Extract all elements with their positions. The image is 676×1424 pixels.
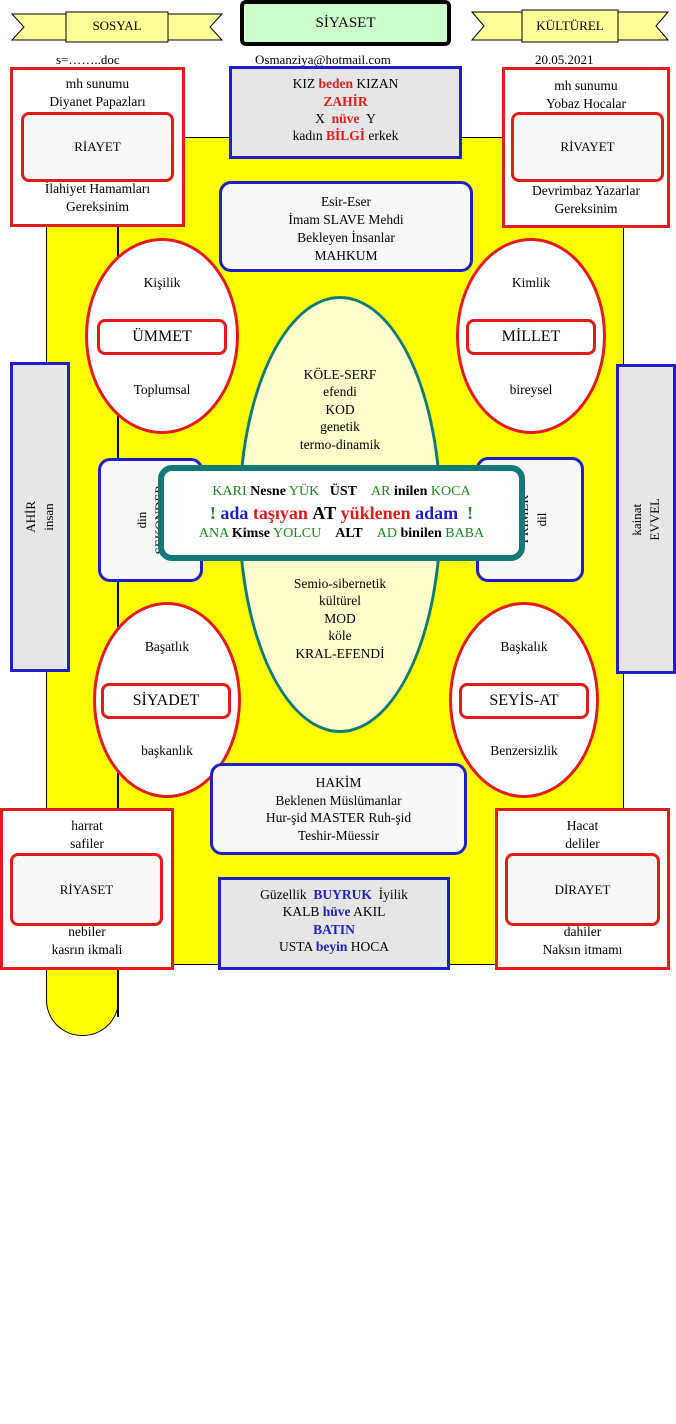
esir-line3: Bekleyen İnsanlar [297,230,395,245]
right-ribbon-banner [470,9,670,43]
rivayet-label: RİVAYET [511,112,664,182]
lower-line1: Semio-sibernetik [293,576,387,591]
upper-line1: KÖLE-SERF [303,367,377,382]
ummet-bottom: Toplumsal [133,382,191,397]
riayet-label: RİAYET [21,112,174,182]
center-row2: ! ada taşıyan AT yüklenen adam ! [209,503,474,523]
evvel-box: kainat EVVEL [616,364,676,674]
millet-label: MİLLET [466,319,596,355]
evvel-line1: kainat [629,503,644,535]
riayet-line4: Gereksinim [66,199,129,214]
hakim-line2: Beklenen Müslümanlar [275,793,402,808]
riyaset-line3: nebiler [68,924,106,939]
esir-line1: Esir-Eser [321,194,371,209]
millet-top: Kimlik [511,275,551,290]
esir-line4: MAHKUM [314,248,378,263]
batin-line4: USTA beyin HOCA [279,939,389,954]
ahir-line1: AHİR [23,501,38,533]
ummet-label: ÜMMET [97,319,227,355]
zahir-line2: ZAHİR [323,94,368,109]
hakim-line1: HAKİM [315,775,362,790]
seyis-label: SEYİS-AT [459,683,589,719]
zahir-line4: kadın BİLGİ erkek [292,128,399,143]
upper-line3: KOD [325,402,355,417]
batin-line2: KALB hüve AKIL [282,904,386,919]
siyadet-label: SİYADET [101,683,231,719]
dirayet-line1: Hacat [566,818,599,833]
dirayet-line4: Naksın itmamı [542,942,623,957]
sekonder-line1: din [134,511,149,529]
seyis-bottom: Benzersizlik [490,743,558,758]
zahir-box: KIZ beden KIZAN ZAHİR X nüve Y kadın BİL… [229,66,462,159]
upper-line5: termo-dinamik [299,437,381,452]
rivayet-line2: Yobaz Hocalar [546,96,626,111]
riyaset-line4: kasrın ikmali [51,942,123,957]
evvel-line2: EVVEL [647,497,662,541]
lower-line3: MOD [324,611,356,626]
file-name: s=……..doc [56,52,120,67]
hakim-line3: Hur-şid MASTER Ruh-şid [265,810,412,825]
ummet-top: Kişilik [143,275,181,290]
right-banner-label: KÜLTÜREL [536,18,604,33]
primer-line2: dil [534,512,549,527]
center-box: KARI Nesne YÜK ÜST AR inilen KOCA ! ada … [158,465,525,561]
page-title: SİYASET [240,0,451,46]
lower-line2: kültürel [319,593,361,608]
ahir-line2: insan [41,503,56,531]
ahir-box: AHİR insan [10,362,70,672]
left-ribbon-banner [10,11,224,43]
batin-box: Güzellik BUYRUK İyilik KALB hüve AKIL BA… [218,877,450,970]
zahir-line1: KIZ beden KIZAN [292,76,399,91]
rivayet-line1: mh sunumu [554,78,618,93]
upper-line4: genetik [320,419,360,434]
lower-line4: köle [328,628,352,643]
lower-line5: KRAL-EFENDİ [295,646,385,661]
esir-line2: İmam SLAVE Mehdi [288,212,404,227]
dirayet-line2: deliler [565,836,600,851]
riayet-line3: İlahiyet Hamamları [44,181,151,196]
center-row3: ANA Kimse YOLCU ALT AD binilen BABA [198,526,485,541]
date-text: 20.05.2021 [535,52,594,67]
batin-line1: Güzellik BUYRUK İyilik [260,887,408,902]
zahir-line3: X nüve Y [315,111,376,126]
dirayet-line3: dahiler [563,924,602,939]
seyis-top: Başkalık [500,639,548,654]
batin-line3: BATIN [313,922,355,937]
siyadet-bottom: başkanlık [141,743,193,758]
riyaset-label: RİYASET [10,853,163,926]
riayet-line2: Diyanet Papazları [49,94,146,109]
millet-bottom: bireysel [509,382,553,397]
riyaset-line1: harrat [71,818,103,833]
siyadet-top: Başatlık [144,639,190,654]
upper-line2: efendi [323,384,357,399]
rivayet-line3: Devrimbaz Yazarlar [532,183,640,198]
dirayet-label: DİRAYET [505,853,660,926]
riayet-line1: mh sunumu [65,76,130,91]
email-text: Osmanziya@hotmail.com [255,52,391,67]
hakim-box: HAKİM Beklenen Müslümanlar Hur-şid MASTE… [210,763,467,855]
center-row1: KARI Nesne YÜK ÜST AR inilen KOCA [212,484,471,499]
esir-box: Esir-Eser İmam SLAVE Mehdi Bekleyen İnsa… [219,181,473,272]
left-banner-label: SOSYAL [92,18,142,33]
hakim-line4: Teshir-Müessir [297,828,380,843]
riyaset-line2: safiler [70,836,104,851]
rivayet-line4: Gereksinim [554,201,618,216]
